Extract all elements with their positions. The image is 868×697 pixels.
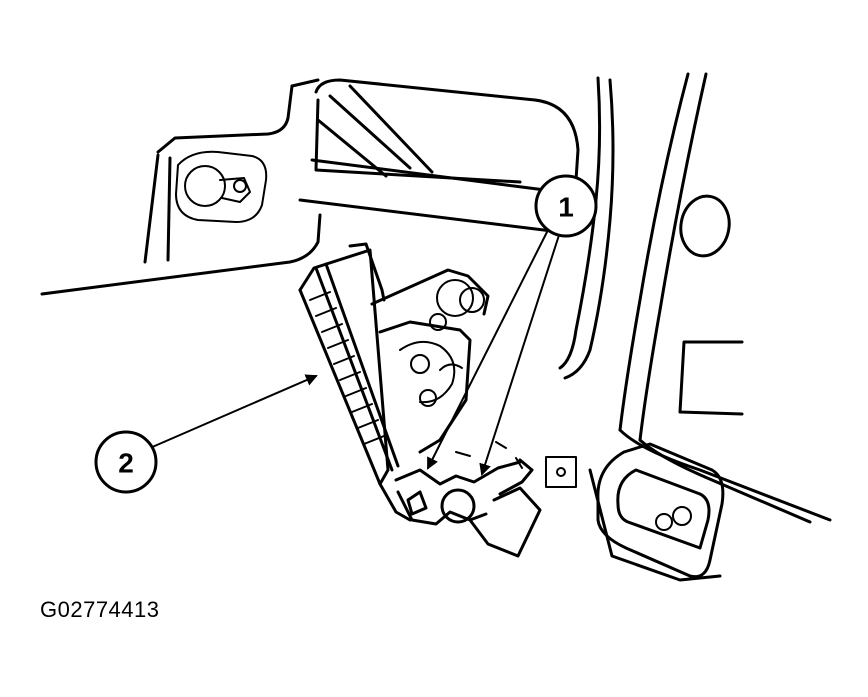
callout-1-label: 1 <box>558 192 574 223</box>
leader-line-2 <box>149 374 318 449</box>
inside-release-handle <box>588 442 725 582</box>
leader-line-1b <box>479 231 561 476</box>
callout-2: 2 <box>94 430 158 494</box>
callout-1: 1 <box>534 174 598 238</box>
door-latch-assembly <box>298 242 577 558</box>
figure-code: G02774413 <box>40 597 160 622</box>
leader-lines <box>149 229 561 476</box>
door-panel-outline <box>40 78 322 296</box>
callout-2-label: 2 <box>118 448 134 479</box>
handle-pocket <box>298 78 580 234</box>
leader-line-1a <box>427 229 549 470</box>
door-frame <box>558 72 832 524</box>
